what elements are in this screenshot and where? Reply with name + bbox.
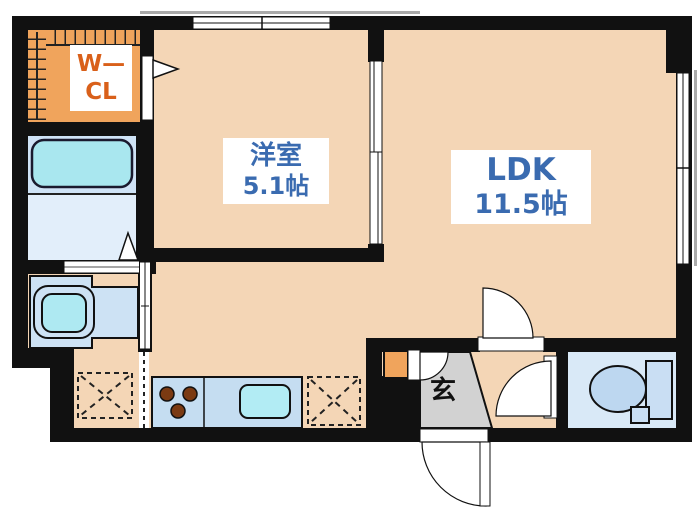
window-ldk xyxy=(676,72,690,265)
genkan-label: 玄 xyxy=(426,371,460,406)
closet-pipe-vertical xyxy=(36,32,38,120)
entrance-door-swing xyxy=(421,441,487,507)
wall-step-horizontal xyxy=(12,348,74,368)
bathtub xyxy=(30,138,134,189)
wall-western-room-south xyxy=(136,248,380,262)
entrance-sill xyxy=(419,428,489,443)
wall-slider-bottom xyxy=(368,244,384,262)
stove-burner xyxy=(159,386,175,402)
wall-step-vertical xyxy=(50,366,74,432)
wall-top xyxy=(12,16,692,30)
outside-notch xyxy=(0,368,50,444)
hall-door-sill xyxy=(477,336,545,352)
refrigerator-space xyxy=(77,372,133,419)
toilet-tank xyxy=(645,360,673,420)
western-room-label: 洋室 5.1帖 xyxy=(223,138,329,204)
washer-space xyxy=(307,376,361,426)
room-sliding-partition xyxy=(369,60,383,245)
genkan-char: 玄 xyxy=(429,375,456,406)
eaves-line-top xyxy=(140,11,420,14)
closet-door-triangle xyxy=(152,58,181,80)
wall-ldk-south xyxy=(543,338,692,352)
toilet-bowl xyxy=(589,365,647,413)
closet-door xyxy=(141,55,154,121)
wall-genkan-left xyxy=(366,338,382,432)
wcl-label-line2: CL xyxy=(85,79,117,105)
wall-bath-right xyxy=(136,122,154,262)
western-room-name: 洋室 xyxy=(249,140,302,171)
wall-left xyxy=(12,16,28,368)
wall-toilet-left xyxy=(556,350,568,430)
toilet-paper-holder xyxy=(630,406,650,424)
washbasin-bowl xyxy=(41,293,87,333)
ldk-size: 11.5帖 xyxy=(474,189,568,221)
small-door-swing xyxy=(419,351,449,381)
closet-hanger-hatch-top xyxy=(46,30,140,46)
kitchen-sink xyxy=(239,384,291,419)
wall-genkan-block xyxy=(380,376,422,432)
wall-slider-top xyxy=(368,16,384,62)
wall-bottom xyxy=(50,428,692,442)
stove-burner xyxy=(182,386,198,402)
stove-burner xyxy=(170,403,186,419)
small-door-leaf xyxy=(407,349,421,381)
bathroom-door-triangle xyxy=(117,230,140,261)
ldk-label: LDK 11.5帖 xyxy=(451,150,591,224)
wall-wcl-bottom xyxy=(12,122,154,136)
wall-genkan-top xyxy=(366,338,480,352)
walk-in-closet-label: W— CL xyxy=(70,45,132,111)
hall-door-swing xyxy=(482,287,534,339)
boundary-backing xyxy=(139,352,149,428)
ldk-name: LDK xyxy=(486,151,556,188)
toilet-door-swing xyxy=(495,360,552,417)
shoe-cabinet xyxy=(383,350,409,379)
entrance-door-leaf xyxy=(479,441,491,507)
eaves-line-right xyxy=(694,70,697,266)
wcl-label-line1: W— xyxy=(76,50,126,77)
western-room-size: 5.1帖 xyxy=(242,172,310,201)
window-western-room xyxy=(192,16,331,30)
